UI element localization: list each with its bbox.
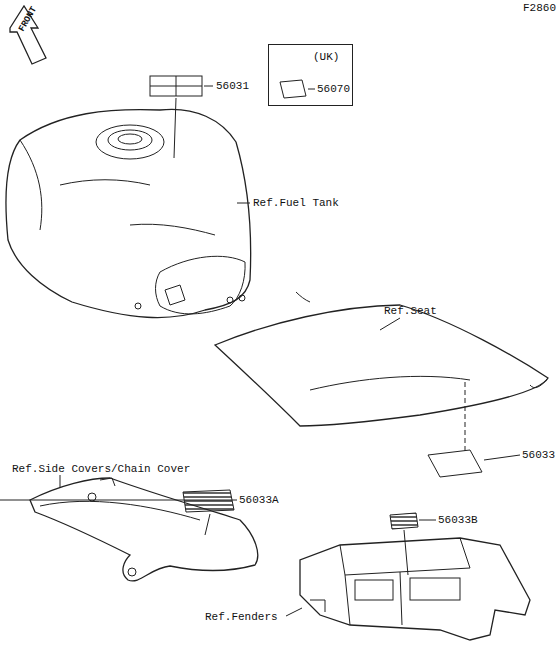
part-reference: Ref.Fuel Tank [253, 197, 339, 210]
callout-number: 56033B [438, 514, 478, 527]
front-arrow-text: FRONT [16, 5, 41, 35]
region-box: (UK) 56070 [268, 44, 353, 106]
seat [215, 292, 548, 426]
label-decal [150, 76, 202, 96]
part-reference: Ref.Seat [384, 305, 437, 318]
part-reference: Ref.Side Covers/Chain Cover [12, 463, 190, 476]
chain-cover [30, 478, 258, 581]
callout-number: 56033A [239, 494, 279, 507]
rear-fender [300, 538, 530, 640]
fuel-tank [6, 109, 251, 317]
label-decal [428, 450, 482, 477]
label-decal [183, 490, 234, 512]
callout-number: 56031 [216, 80, 249, 93]
label-decal [390, 513, 418, 529]
figure-number: F2860 [523, 2, 556, 15]
callout-number: 56070 [317, 83, 350, 96]
label-decal [280, 80, 306, 98]
region-note: (UK) [313, 51, 339, 64]
callout-number: 56033 [522, 449, 555, 462]
part-reference: Ref.Fenders [205, 611, 278, 624]
